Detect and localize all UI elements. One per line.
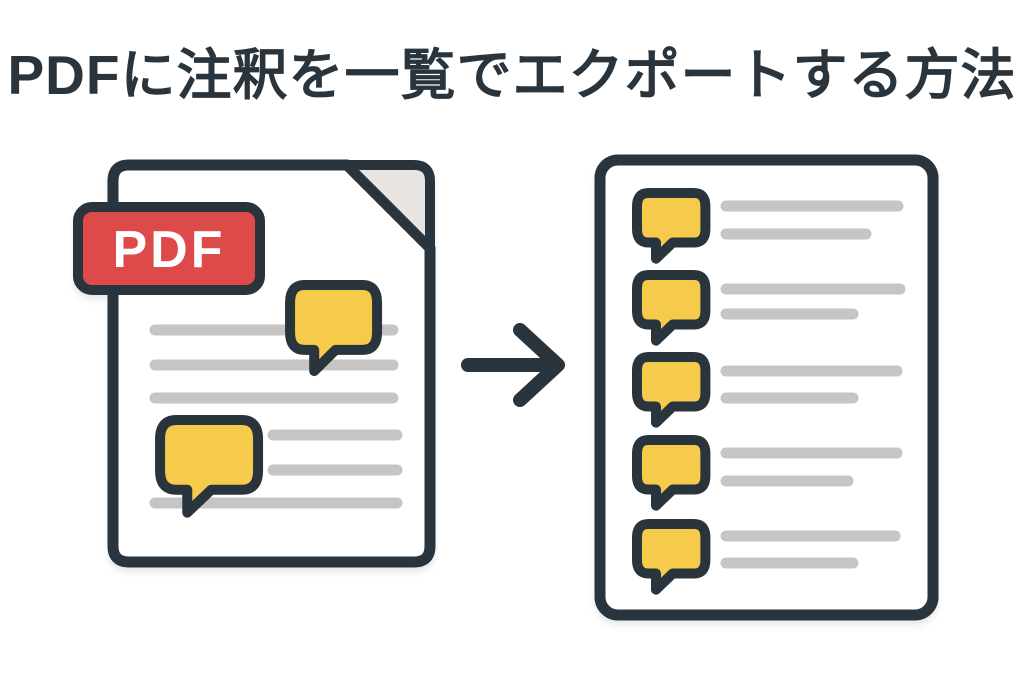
source-pdf-document: PDF: [73, 159, 436, 568]
annotation-row: [637, 193, 904, 259]
annotation-bubble-icon: [637, 440, 705, 506]
annotation-list-document: [594, 154, 939, 621]
annotation-row: [637, 275, 906, 341]
annotation-bubble-icon: [637, 193, 705, 259]
annotation-row: [637, 440, 903, 506]
annotation-row: [637, 524, 901, 590]
page-title: PDFに注釈を一覧でエクポートする方法: [7, 44, 1017, 106]
folded-corner: [342, 160, 435, 253]
annotation-bubble-icon: [637, 357, 705, 423]
pdf-badge: PDF: [73, 202, 265, 295]
pdf-badge-label: PDF: [113, 221, 226, 279]
annotation-row: [637, 357, 903, 423]
annotation-bubble-icon: [160, 420, 258, 513]
annotation-bubble-icon: [637, 524, 705, 590]
pdf-badge-background: [73, 202, 265, 295]
arrow-right-icon: [461, 323, 565, 407]
annotation-bubble-icon: [637, 275, 705, 341]
annotation-bubble-icon: [290, 285, 377, 371]
